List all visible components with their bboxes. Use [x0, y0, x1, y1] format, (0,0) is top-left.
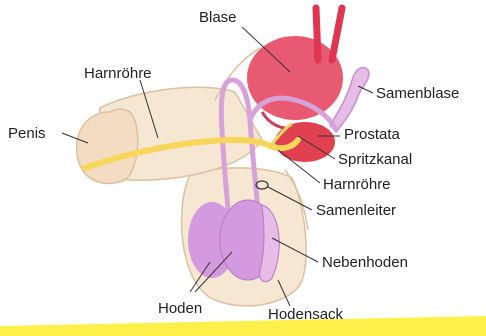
- label-spritzkanal: Spritzkanal: [338, 151, 412, 168]
- ureter-left: [316, 8, 318, 60]
- bladder: [247, 36, 343, 120]
- label-harnroehre-mid: Harnröhre: [323, 176, 391, 193]
- label-samenleiter: Samenleiter: [316, 202, 396, 219]
- label-penis: Penis: [8, 125, 46, 142]
- label-blase: Blase: [199, 9, 237, 26]
- label-harnroehre-top: Harnröhre: [84, 65, 152, 82]
- label-nebenhoden: Nebenhoden: [322, 254, 408, 271]
- ureter-right: [332, 8, 342, 60]
- label-prostata: Prostata: [344, 126, 401, 143]
- label-hoden: Hoden: [158, 300, 202, 317]
- penis-glans: [77, 109, 138, 183]
- label-samenblase: Samenblase: [376, 85, 459, 102]
- highlight-strip: [0, 316, 486, 336]
- prostate: [275, 122, 335, 162]
- label-hodensack: Hodensack: [268, 306, 344, 323]
